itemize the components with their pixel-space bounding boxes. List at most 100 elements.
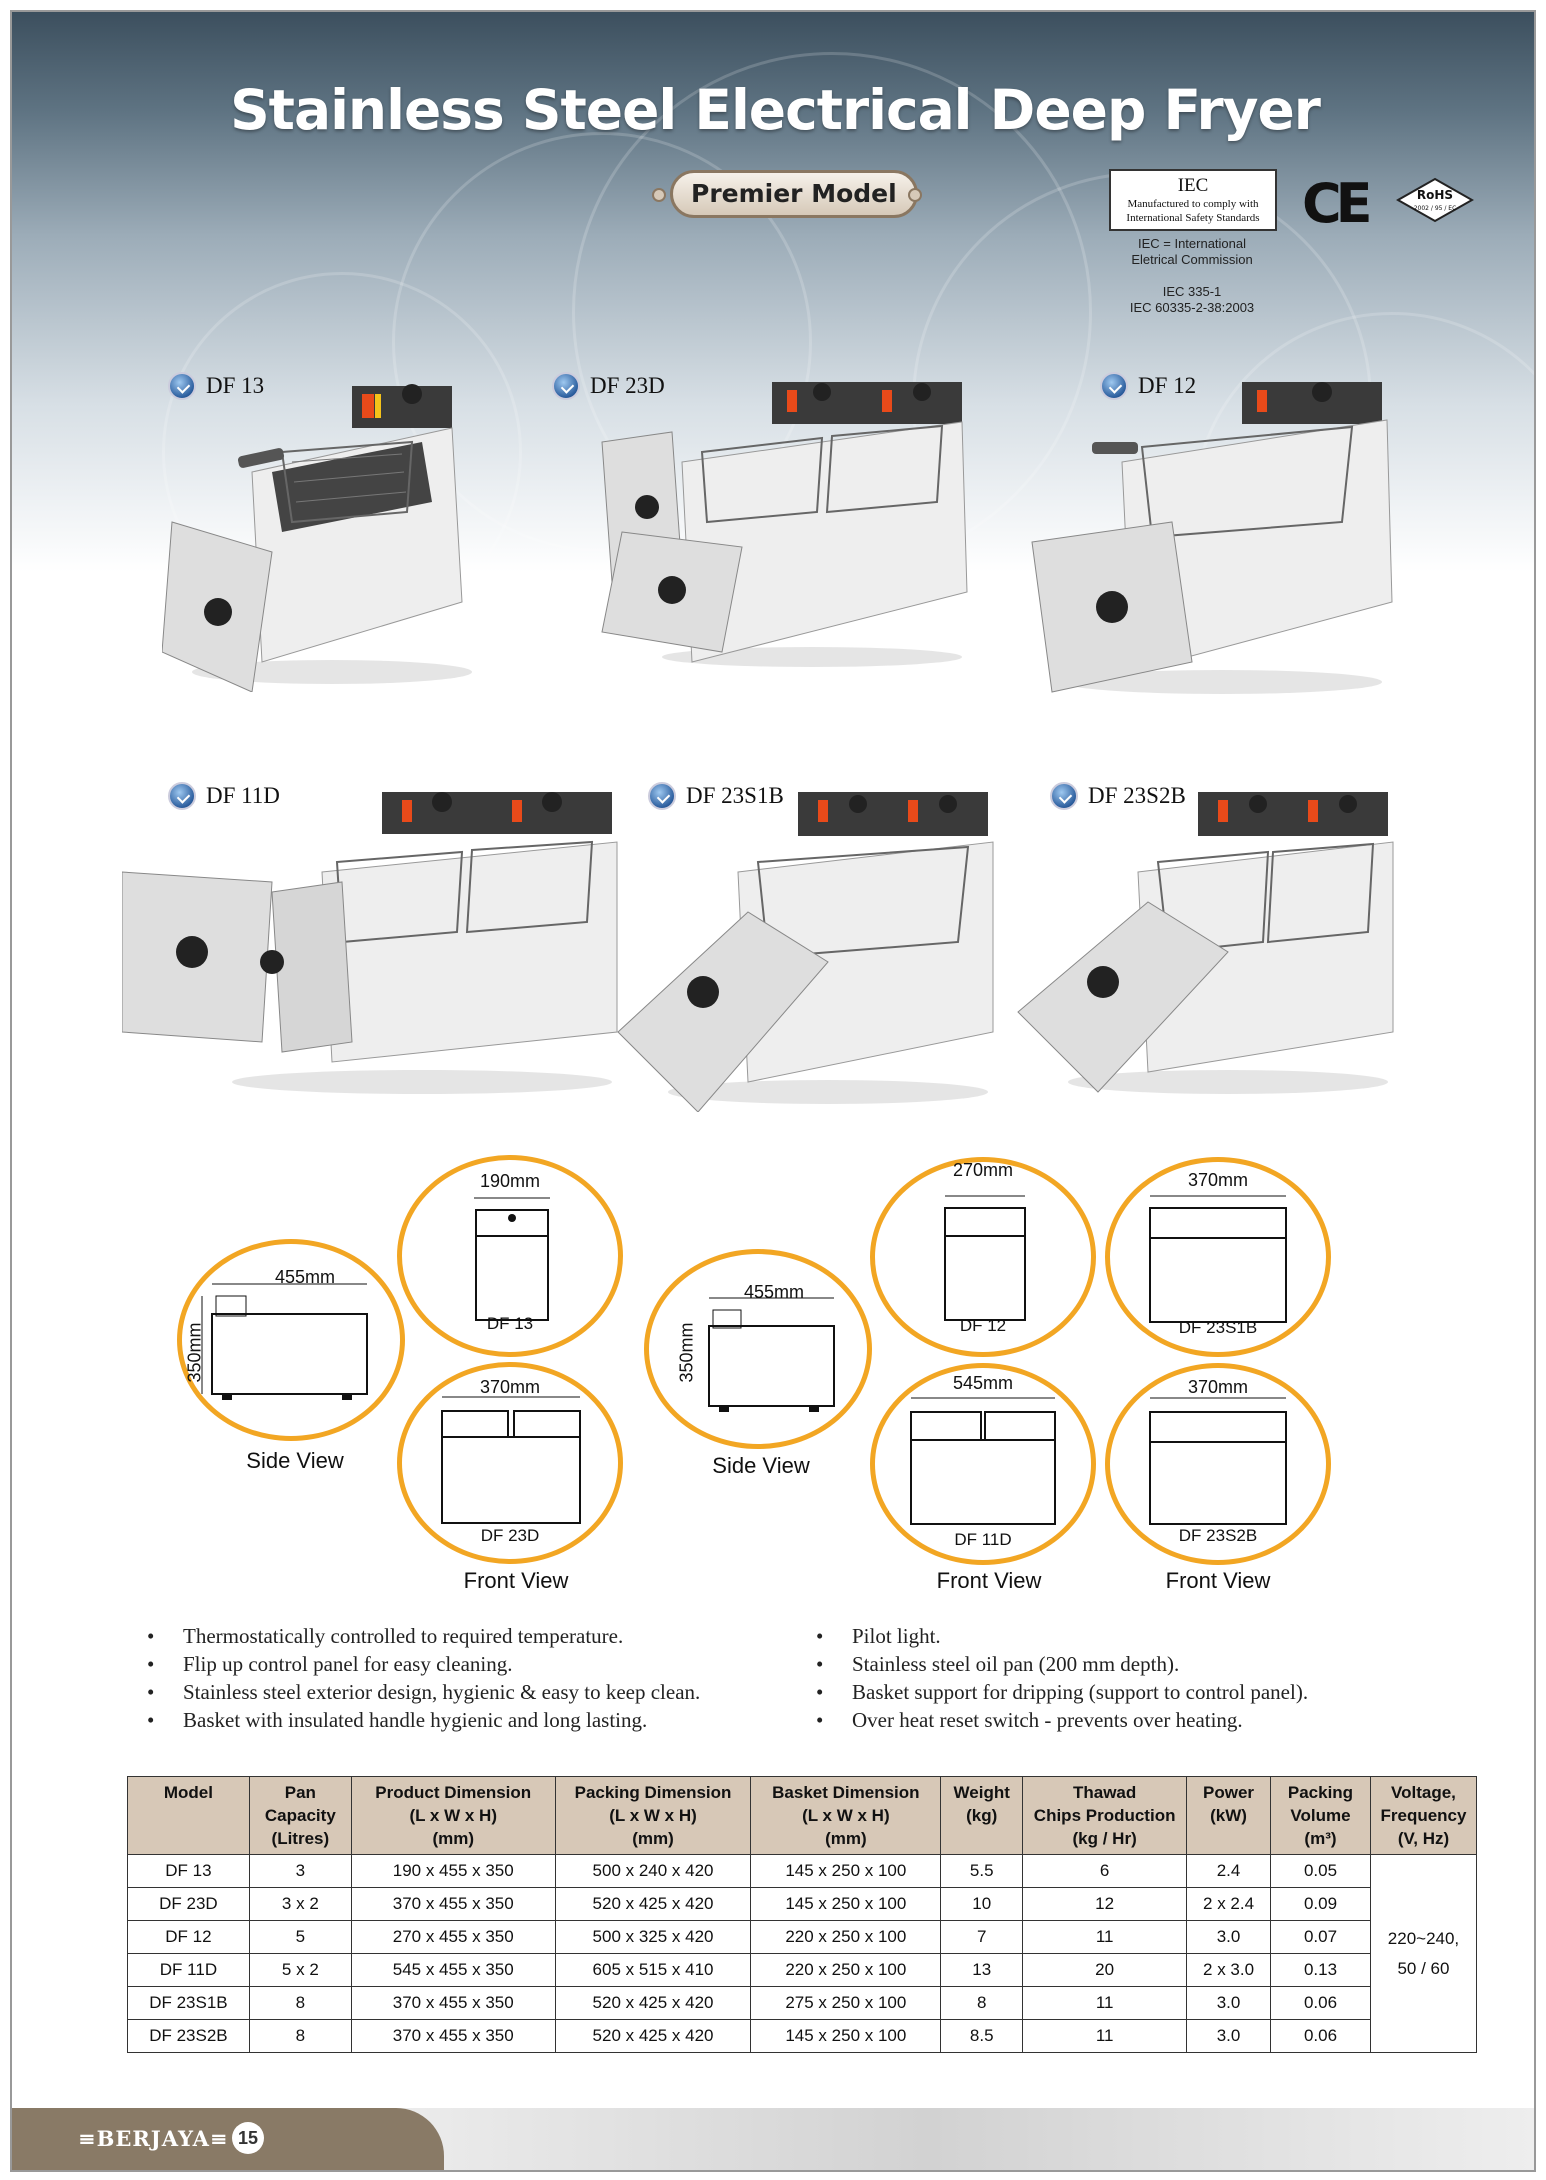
iec-standard-2: IEC 60335-2-38:2003 bbox=[1129, 300, 1255, 315]
cell-pan-capacity: 3 bbox=[248, 1854, 352, 1888]
fryer-image-df12 bbox=[1031, 382, 1393, 694]
cell-model: DF 13 bbox=[127, 1854, 250, 1888]
check-badge-icon bbox=[1050, 782, 1078, 810]
cell-weight: 13 bbox=[940, 1953, 1024, 1987]
cell-power: 2 x 3.0 bbox=[1186, 1953, 1272, 1987]
cell-model: DF 12 bbox=[127, 1920, 250, 1954]
df11d-diagram-name: DF 11D bbox=[954, 1530, 1012, 1549]
check-badge-icon bbox=[1100, 372, 1128, 400]
front-view-drawing bbox=[1149, 1397, 1287, 1525]
page-title: Stainless Steel Electrical Deep Fryer bbox=[230, 78, 1321, 142]
cell-packing-dimension: 500 x 240 x 420 bbox=[554, 1854, 752, 1888]
check-badge-icon bbox=[168, 372, 196, 400]
df13-diagram-name: DF 13 bbox=[486, 1314, 534, 1333]
cell-model: DF 23S2B bbox=[127, 2019, 250, 2053]
feature-item: Flip up control panel for easy cleaning. bbox=[147, 1650, 700, 1678]
side-view-drawing bbox=[201, 1283, 368, 1400]
cell-model: DF 11D bbox=[127, 1953, 250, 1987]
cell-basket-dimension: 145 x 250 x 100 bbox=[750, 2019, 942, 2053]
cell-power: 2.4 bbox=[1186, 1854, 1272, 1888]
side-view-diagram-right bbox=[644, 1249, 872, 1449]
cell-weight: 10 bbox=[940, 1887, 1024, 1921]
table-row: DF 13 3 190 x 455 x 350 500 x 240 x 420 … bbox=[127, 1854, 1478, 2053]
cell-packing-dimension: 520 x 425 x 420 bbox=[554, 1986, 752, 2020]
cell-chips-production: 11 bbox=[1022, 2019, 1188, 2053]
col-header-weight: Weight(kg) bbox=[940, 1776, 1024, 1855]
front-view-diagram-df23d bbox=[397, 1362, 623, 1564]
front-view-drawing bbox=[944, 1195, 1026, 1321]
front-view-drawing bbox=[474, 1197, 550, 1321]
cell-chips-production: 11 bbox=[1022, 1986, 1188, 2020]
badge-right-dot bbox=[908, 188, 922, 202]
iec-line-2: International Safety Standards bbox=[1126, 212, 1260, 224]
front-view-drawing bbox=[910, 1397, 1056, 1525]
fryer-image-df23s2b bbox=[1017, 792, 1394, 1094]
cell-voltage: 220~240, 50 / 60 bbox=[1369, 1854, 1478, 2053]
product-label-df23s1b: DF 23S1B bbox=[648, 782, 784, 810]
cell-packing-volume: 0.07 bbox=[1270, 1920, 1371, 1954]
cell-product-dimension: 370 x 455 x 350 bbox=[350, 2019, 556, 2053]
features-right: Pilot light. Stainless steel oil pan (20… bbox=[816, 1622, 1308, 1734]
df23s2b-diagram-name: DF 23S2B bbox=[1178, 1526, 1258, 1545]
col-header-model: Model bbox=[127, 1776, 250, 1855]
cell-product-dimension: 545 x 455 x 350 bbox=[350, 1953, 556, 1987]
side-view-drawing bbox=[708, 1297, 835, 1412]
rohs-sub: 2002 / 95 / EC bbox=[1414, 205, 1457, 212]
cell-power: 3.0 bbox=[1186, 2019, 1272, 2053]
cell-power: 3.0 bbox=[1186, 1986, 1272, 2020]
check-badge-icon bbox=[648, 782, 676, 810]
cell-chips-production: 20 bbox=[1022, 1953, 1188, 1987]
badge-left-dot bbox=[652, 188, 666, 202]
product-name: DF 23S1B bbox=[686, 783, 784, 808]
check-badge-icon bbox=[168, 782, 196, 810]
feature-item: Basket with insulated handle hygienic an… bbox=[147, 1706, 700, 1734]
table-row: DF 23S2B 8 370 x 455 x 350 520 x 425 x 4… bbox=[127, 2019, 1477, 2053]
cell-chips-production: 12 bbox=[1022, 1887, 1188, 1921]
cell-power: 3.0 bbox=[1186, 1920, 1272, 1954]
cell-weight: 8 bbox=[940, 1986, 1024, 2020]
df12-width-label: 270mm bbox=[952, 1160, 1014, 1180]
page: Stainless Steel Electrical Deep Fryer Pr… bbox=[10, 10, 1536, 2172]
front-view-label-right-1: Front View bbox=[936, 1568, 1042, 1593]
cell-packing-volume: 0.06 bbox=[1270, 2019, 1371, 2053]
col-header-packing-dimension: Packing Dimension(L x W x H)(mm) bbox=[554, 1776, 752, 1855]
cell-product-dimension: 370 x 455 x 350 bbox=[350, 1887, 556, 1921]
col-header-basket-dimension: Basket Dimension(L x W x H)(mm) bbox=[750, 1776, 942, 1855]
cell-basket-dimension: 145 x 250 x 100 bbox=[750, 1854, 942, 1888]
fryer-image-df23s1b bbox=[617, 792, 994, 1112]
table-row: DF 11D 5 x 2 545 x 455 x 350 605 x 515 x… bbox=[127, 1953, 1477, 1987]
side-height-label-right: 350mm bbox=[676, 1322, 697, 1383]
product-name: DF 23D bbox=[590, 373, 665, 398]
product-label-df12: DF 12 bbox=[1100, 372, 1196, 400]
df11d-width-label: 545mm bbox=[952, 1373, 1014, 1393]
df23d-width-label: 370mm bbox=[479, 1377, 541, 1397]
cell-pan-capacity: 5 x 2 bbox=[248, 1953, 352, 1987]
cell-packing-dimension: 520 x 425 x 420 bbox=[554, 1887, 752, 1921]
cell-model: DF 23D bbox=[127, 1887, 250, 1921]
iec-note-1: IEC = International bbox=[1137, 236, 1247, 251]
product-name: DF 12 bbox=[1138, 373, 1197, 398]
check-badge-icon bbox=[552, 372, 580, 400]
product-label-df11d: DF 11D bbox=[168, 782, 280, 810]
df23s1b-diagram-name: DF 23S1B bbox=[1178, 1318, 1258, 1337]
fryer-image-df13 bbox=[162, 384, 472, 692]
cell-packing-volume: 0.05 bbox=[1270, 1854, 1371, 1888]
df23s1b-width-label: 370mm bbox=[1187, 1170, 1249, 1190]
product-name: DF 23S2B bbox=[1088, 783, 1186, 808]
cell-weight: 7 bbox=[940, 1920, 1024, 1954]
side-width-label: 455mm bbox=[274, 1267, 336, 1287]
cell-power: 2 x 2.4 bbox=[1186, 1887, 1272, 1921]
rohs-icon: RoHS 2002 / 95 / EC bbox=[1396, 177, 1474, 223]
cell-pan-capacity: 8 bbox=[248, 2019, 352, 2053]
iec-certification-box: IEC Manufactured to comply with Internat… bbox=[1109, 169, 1277, 231]
iec-title: IEC bbox=[1177, 175, 1209, 196]
table-row: DF 12 5 270 x 455 x 350 500 x 325 x 420 … bbox=[127, 1920, 1477, 1954]
feature-item: Pilot light. bbox=[816, 1622, 1308, 1650]
features-left: Thermostatically controlled to required … bbox=[147, 1622, 700, 1734]
col-header-voltage: Voltage,Frequency(V, Hz) bbox=[1369, 1776, 1478, 1855]
cell-pan-capacity: 3 x 2 bbox=[248, 1887, 352, 1921]
cell-packing-dimension: 500 x 325 x 420 bbox=[554, 1920, 752, 1954]
cell-product-dimension: 270 x 455 x 350 bbox=[350, 1920, 556, 1954]
